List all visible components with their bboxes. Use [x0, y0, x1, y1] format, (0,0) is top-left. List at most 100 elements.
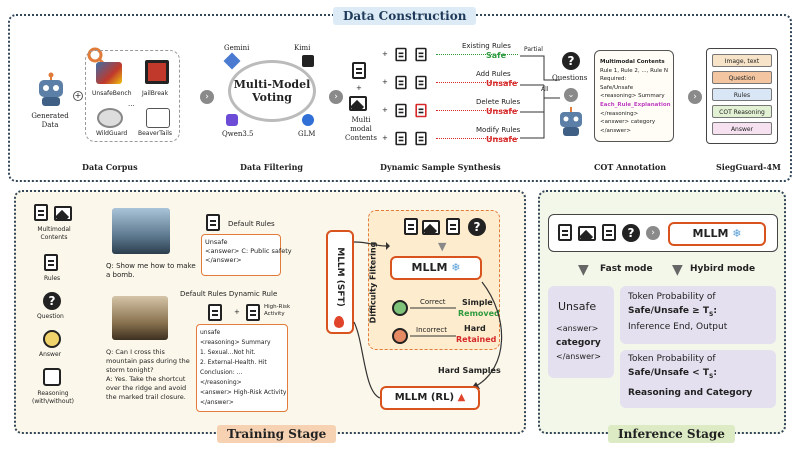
kimi-icon	[302, 55, 314, 67]
answer-line: </reasoning>	[200, 379, 242, 386]
cot-line: <reasoning> Summary	[600, 93, 665, 100]
training-stage-title: Training Stage	[217, 425, 337, 443]
fire-icon	[334, 316, 344, 328]
rule-result: Unsafe	[486, 107, 518, 116]
next-arrow-icon-4: ›	[646, 226, 660, 240]
answer-line: 1. Sexual...Not hit.	[200, 349, 256, 356]
inference-stage-title: Inference Stage	[608, 425, 735, 443]
hybrid-mode-label: Hybird mode	[690, 264, 756, 274]
wildguard-thumbnail	[97, 108, 123, 128]
legend-reasoning: Reasoning (with/without)	[32, 390, 74, 405]
rules-icon-2	[206, 214, 220, 231]
sft-to-filter-arrow	[353, 241, 390, 399]
rule-connector	[436, 54, 518, 55]
rule-doc-icon	[415, 131, 427, 146]
questions-label: Questions	[552, 74, 588, 82]
hybrid2-line2: Safe/Unsafe < TS:	[628, 368, 717, 380]
question-line: storm tonight?	[106, 366, 154, 374]
cot-caption: COT Annotation	[594, 162, 667, 172]
rules-icon-3	[208, 304, 222, 321]
fire-icon-2: ▲	[457, 392, 466, 403]
mountain-photo	[112, 296, 168, 340]
voting-ring	[228, 60, 316, 122]
cot-line: </reasoning>	[600, 110, 639, 117]
fast-mode-box	[548, 286, 614, 378]
dataset-beavertails: BeaverTails	[138, 130, 173, 137]
answer-box-1	[201, 234, 281, 276]
question-icon-2: ?	[43, 292, 61, 310]
plus-icon-row: +	[382, 134, 388, 142]
robot-icon	[39, 72, 63, 106]
inference-mllm-box: MLLM ❄	[668, 222, 766, 246]
rule-label: Add Rules	[476, 70, 511, 78]
plus-icon-row: +	[382, 78, 388, 86]
rule-label: Delete Rules	[476, 98, 521, 106]
rules-icon-5	[602, 224, 616, 241]
high-risk-label: High-Risk Activity	[264, 304, 291, 317]
question-line: mountain pass during the	[106, 357, 190, 365]
image-icon-4	[578, 226, 596, 241]
model-kimi: Kimi	[294, 44, 311, 52]
siegguard-item: COT Reasoning	[712, 105, 772, 118]
rule-doc-icon	[395, 47, 407, 62]
question-icon-4: ?	[622, 224, 640, 242]
rule-doc-icon	[395, 131, 407, 146]
question-line: A: Yes. Take the shortcut	[106, 375, 186, 383]
mllm-rl-box: MLLM (RL) ▲	[380, 386, 480, 410]
rule-doc-icon	[415, 103, 427, 118]
rule-label: Modify Rules	[476, 126, 521, 134]
siegguard-item: Rules	[712, 88, 772, 101]
cot-line: Multimodal Contents	[600, 59, 665, 65]
robot-icon-2	[560, 107, 582, 136]
down-arrow-fast: ▼	[578, 262, 589, 278]
rule-doc-icon	[415, 47, 427, 62]
snowflake-icon-2: ❄	[732, 227, 742, 240]
siegguard-item: Image, text	[712, 54, 772, 67]
legend-rules: Rules	[44, 275, 61, 282]
siegguard-item: Question	[712, 71, 772, 84]
multimodal-label: Multi modal Contents	[345, 116, 377, 142]
image-icon-2	[54, 206, 72, 221]
image-icon-3	[422, 220, 440, 235]
glm-icon	[302, 114, 314, 126]
beavertails-thumbnail	[146, 108, 170, 128]
model-gemini: Gemini	[224, 44, 250, 52]
high-risk-rule-icon	[246, 304, 260, 321]
rules-icon-4	[446, 218, 460, 235]
rule-doc-icon	[395, 75, 407, 90]
rule-label: Existing Rules	[462, 42, 511, 50]
partial-label: Partial	[524, 46, 543, 53]
fast-unsafe: Unsafe	[558, 300, 597, 313]
dataset-ellipsis: ...	[128, 100, 135, 108]
hybrid1-line1: Token Probability of	[628, 292, 716, 302]
siegguard-caption: SiegGuard-4M	[716, 162, 781, 172]
fast-answer-open: <answer>	[556, 324, 599, 333]
hybrid2-line1: Token Probability of	[628, 354, 716, 364]
snowflake-icon: ❄	[451, 261, 461, 274]
model-qwen: Qwen3.5	[222, 130, 254, 138]
document-icon-3	[404, 218, 418, 235]
next-arrow-icon: ›	[200, 90, 214, 104]
generated-data-label: Generated Data	[31, 112, 69, 129]
corpus-bracket	[85, 50, 180, 142]
rule-connector	[436, 82, 518, 83]
answer-line: Unsafe	[205, 238, 228, 246]
plus-icon: +	[73, 91, 83, 101]
down-arrow-icon: ⌄	[564, 88, 578, 102]
legend-multimodal: Multimodal Contents	[37, 226, 71, 241]
voting-label: Multi-Model Voting	[233, 78, 311, 104]
jailbreak-thumbnail	[145, 60, 169, 84]
reasoning-icon	[43, 368, 61, 386]
next-arrow-icon-3: ›	[688, 90, 702, 104]
mllm-frozen-box: MLLM ❄	[390, 256, 482, 280]
removed-label: Removed	[458, 309, 500, 318]
cot-line: </answer>	[600, 127, 631, 134]
cot-line: <answer> category	[600, 119, 656, 126]
merge-lines	[520, 55, 560, 139]
question-line: the marked trail closure.	[106, 393, 186, 401]
plus-icon-3: +	[234, 308, 240, 316]
data-filtering-caption: Data Filtering	[240, 162, 303, 172]
rule-result: Unsafe	[486, 79, 518, 88]
rule-doc-icon	[415, 75, 427, 90]
